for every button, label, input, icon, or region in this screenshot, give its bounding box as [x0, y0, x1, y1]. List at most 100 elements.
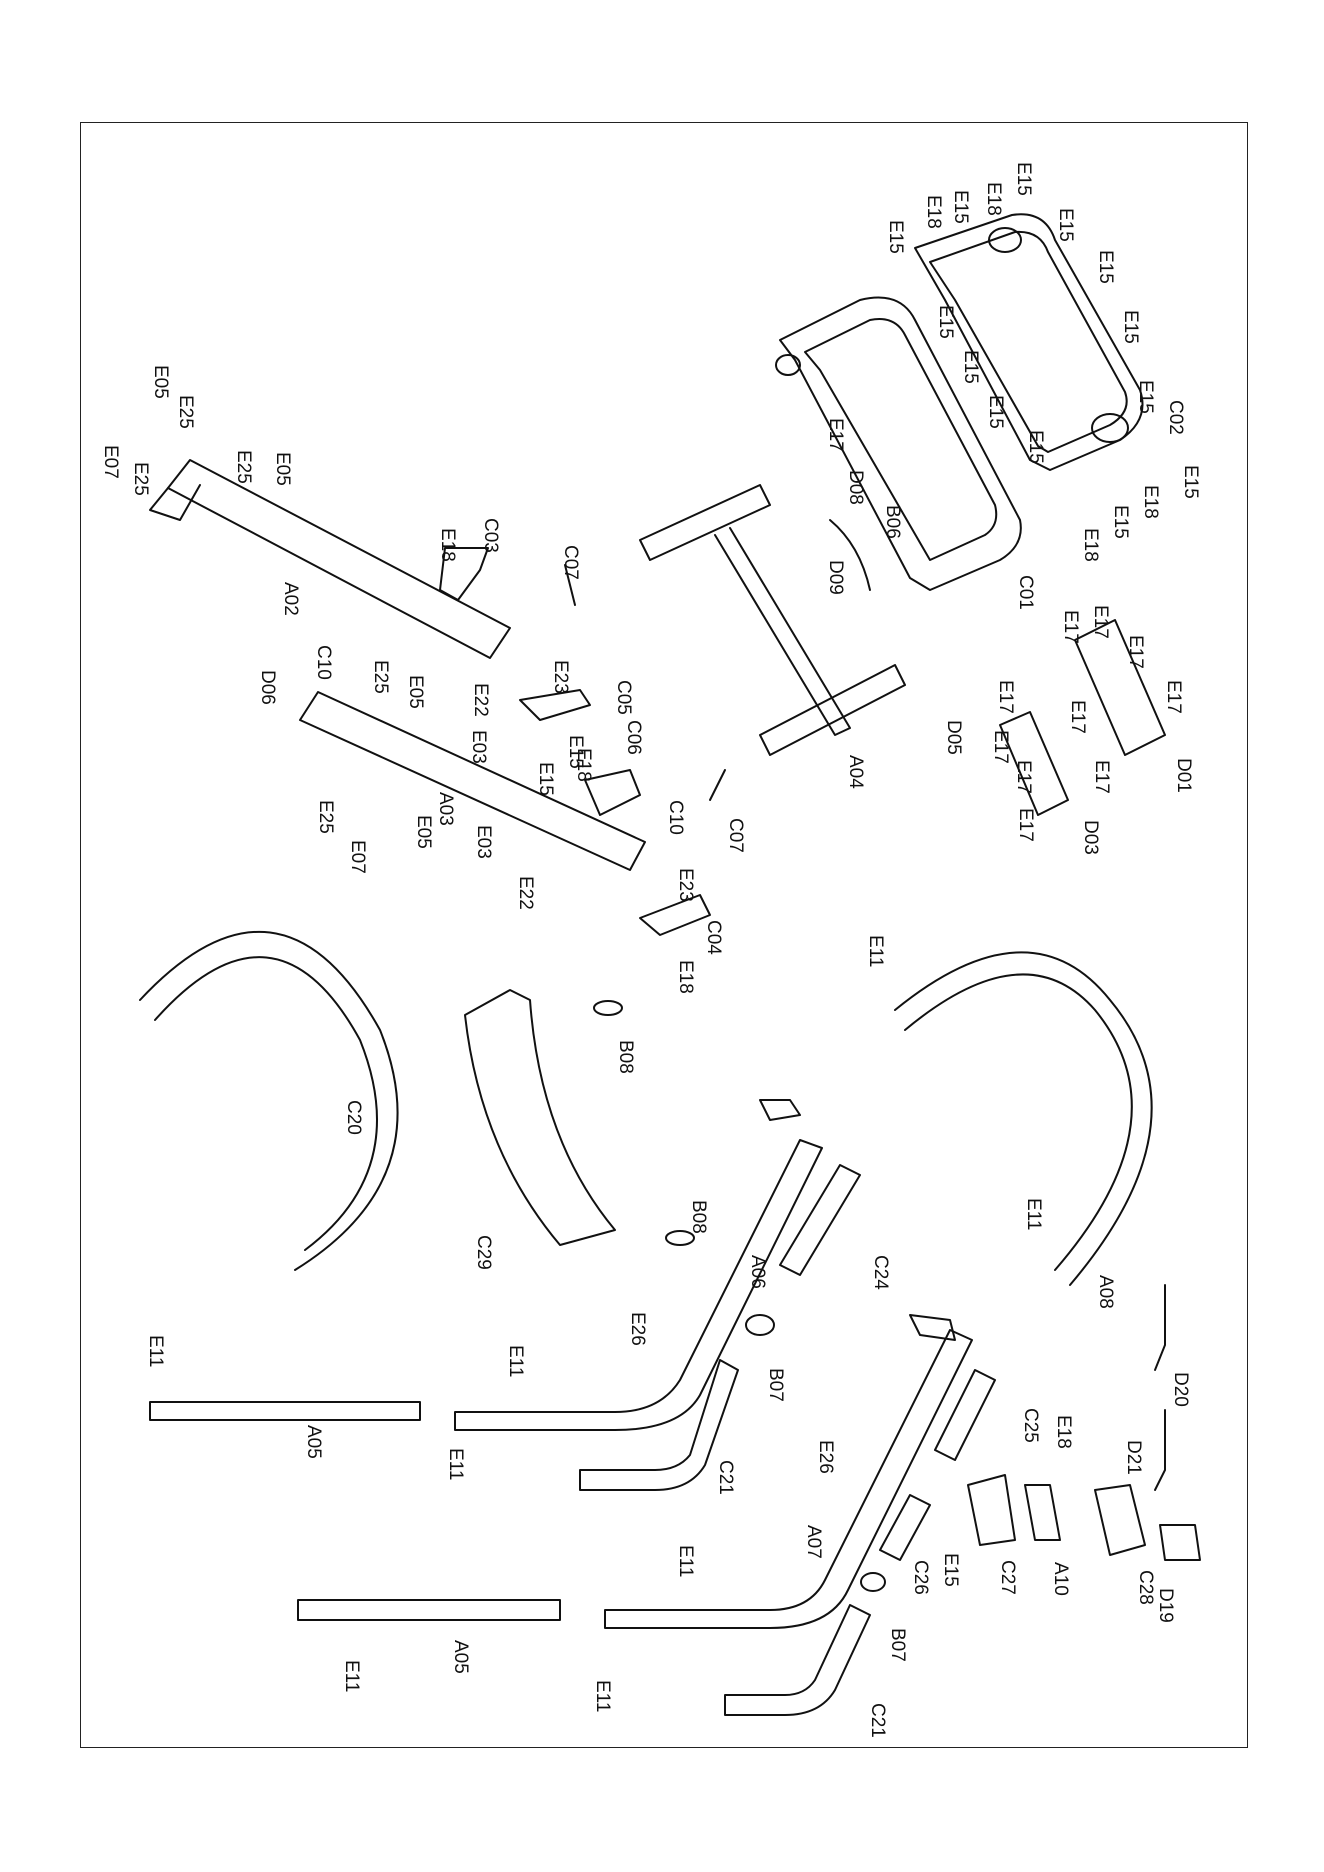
- bracket-c04: [639, 894, 711, 936]
- part-label-d06: D06: [257, 670, 278, 705]
- part-label-c04: C04: [703, 920, 724, 955]
- part-label-e17: E17: [1163, 680, 1184, 714]
- part-label-e15: E15: [565, 735, 586, 769]
- part-label-c21: C21: [715, 1460, 736, 1495]
- part-label-e15: E15: [940, 1553, 961, 1587]
- handrail-c20: [139, 930, 399, 1271]
- part-label-e15: E15: [1095, 250, 1116, 284]
- part-label-e15: E15: [1120, 310, 1141, 344]
- part-label-e15: E15: [535, 762, 556, 796]
- upright-a04: [639, 484, 771, 561]
- part-label-e23: E23: [550, 660, 571, 694]
- tube-c25: [934, 1369, 996, 1461]
- part-label-e17: E17: [825, 418, 846, 452]
- part-label-e11: E11: [592, 1680, 613, 1712]
- part-label-c29: C29: [473, 1235, 494, 1270]
- part-label-d03: D03: [1080, 820, 1101, 855]
- part-label-c27: C27: [997, 1560, 1018, 1595]
- part-label-e15: E15: [1013, 162, 1034, 196]
- part-label-e17: E17: [1091, 760, 1112, 794]
- part-label-c05: C05: [613, 680, 634, 715]
- part-label-e07: E07: [347, 840, 368, 874]
- part-label-e11: E11: [1023, 1198, 1044, 1230]
- handle-c21-bottom: [724, 1604, 871, 1716]
- part-label-a02: A02: [280, 582, 301, 616]
- part-label-b08: B08: [615, 1040, 636, 1074]
- clip-b08-top: [593, 1000, 623, 1016]
- part-label-e15: E15: [885, 220, 906, 254]
- bracket-c05: [519, 689, 591, 721]
- part-label-e15: E15: [1055, 208, 1076, 242]
- tube-c26: [879, 1494, 931, 1561]
- part-label-e17: E17: [1125, 635, 1146, 669]
- part-label-e26: E26: [815, 1440, 836, 1474]
- part-label-e11: E11: [675, 1545, 696, 1577]
- part-label-a07: A07: [803, 1525, 824, 1559]
- part-label-e18: E18: [1053, 1415, 1074, 1449]
- part-label-e22: E22: [470, 683, 491, 717]
- part-label-c25: C25: [1020, 1408, 1041, 1443]
- drawing-frame: [80, 122, 1248, 1748]
- part-label-b08: B08: [688, 1200, 709, 1234]
- part-label-e18: E18: [675, 960, 696, 994]
- part-label-e25: E25: [233, 450, 254, 484]
- part-label-e23: E23: [675, 868, 696, 902]
- part-label-d05: D05: [943, 720, 964, 755]
- part-label-d19: D19: [1155, 1588, 1176, 1623]
- rod-a05-bottom: [297, 1599, 561, 1621]
- part-label-a05: A05: [450, 1640, 471, 1674]
- part-label-e18: E18: [1140, 485, 1161, 519]
- part-label-e15: E15: [950, 190, 971, 224]
- part-label-d20: D20: [1170, 1372, 1191, 1407]
- part-label-e15: E15: [1135, 380, 1156, 414]
- part-label-c10: C10: [665, 800, 686, 835]
- part-label-e18: E18: [573, 748, 594, 782]
- part-label-c26: C26: [910, 1560, 931, 1595]
- part-label-c10: C10: [313, 645, 334, 680]
- part-label-c28: C28: [1135, 1570, 1156, 1605]
- part-label-a06: A06: [747, 1255, 768, 1289]
- part-a10: [1024, 1484, 1061, 1541]
- part-label-c20: C20: [343, 1100, 364, 1135]
- part-label-c06: C06: [623, 720, 644, 755]
- part-label-c07: C07: [560, 545, 581, 580]
- part-d19: [1159, 1524, 1201, 1561]
- part-label-e18: E18: [1080, 528, 1101, 562]
- part-label-e03: E03: [468, 730, 489, 764]
- part-label-e03: E03: [473, 825, 494, 859]
- handrail-a08: [894, 951, 1153, 1286]
- part-label-e05: E05: [413, 815, 434, 849]
- cable-d09: [829, 519, 871, 591]
- part-label-e07: E07: [100, 445, 121, 479]
- part-label-e17: E17: [990, 730, 1011, 764]
- console-top-c01: [779, 296, 1022, 591]
- part-label-e15: E15: [960, 350, 981, 384]
- part-label-d21: D21: [1123, 1440, 1144, 1475]
- handle-bar-a03: [299, 691, 646, 871]
- belt-c29: [464, 989, 616, 1246]
- part-label-e17: E17: [995, 680, 1016, 714]
- tube-c24: [779, 1164, 861, 1276]
- part-label-a10: A10: [1050, 1562, 1071, 1596]
- part-label-a05: A05: [303, 1425, 324, 1459]
- part-label-e17: E17: [1013, 760, 1034, 794]
- spring-c07-top: [564, 564, 576, 606]
- part-label-d09: D09: [825, 560, 846, 595]
- parts-geometry: [139, 213, 1201, 1716]
- part-label-e18: E18: [983, 182, 1004, 216]
- clip-b08-bottom: [665, 1230, 695, 1246]
- part-label-e05: E05: [405, 675, 426, 709]
- part-label-c03: C03: [480, 518, 501, 553]
- part-label-e18: E18: [437, 528, 458, 562]
- bracket-c03: [439, 547, 489, 601]
- part-label-e11: E11: [865, 935, 886, 967]
- cable-d20: [1154, 1284, 1166, 1371]
- clip-b07-top: [745, 1314, 775, 1336]
- handle-c21-top: [579, 1359, 739, 1491]
- rod-a05-top: [149, 1401, 421, 1421]
- part-label-c21: C21: [867, 1703, 888, 1738]
- part-c28: [1094, 1484, 1146, 1556]
- part-label-e25: E25: [370, 660, 391, 694]
